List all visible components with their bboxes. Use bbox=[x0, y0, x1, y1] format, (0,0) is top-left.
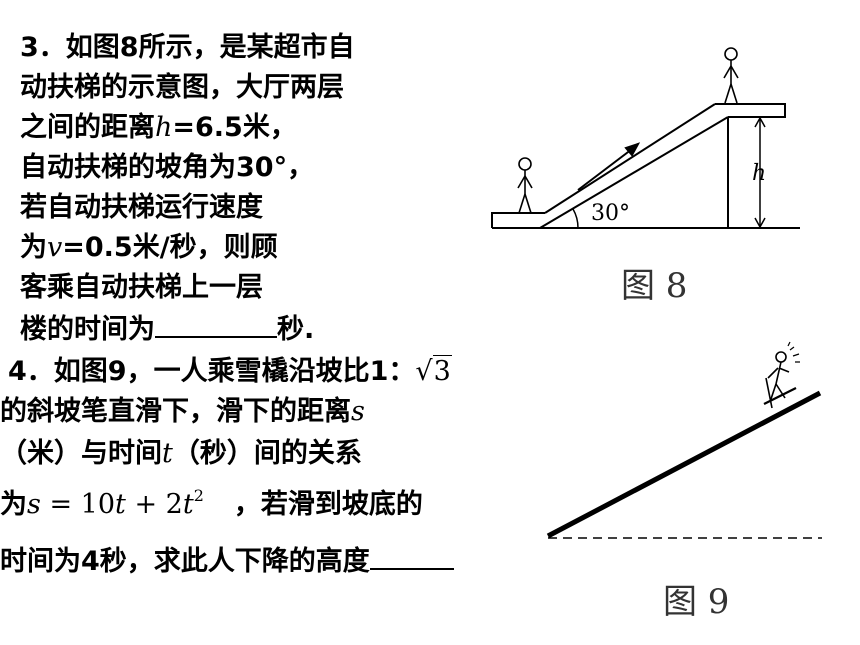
direction-arrow bbox=[577, 145, 637, 191]
problem4-line4-post: ，若滑到坡底的 bbox=[233, 489, 423, 520]
problem3-line6-post: =0.5米/秒，则顾 bbox=[62, 232, 278, 263]
problem4-line4-pre: 为 bbox=[0, 489, 27, 520]
problem4-line1: 4．如图9，一人乘雪橇沿坡比1：√3 bbox=[8, 355, 452, 388]
problem3-line6-pre: 为 bbox=[20, 232, 47, 263]
problem4-line1-text: 如图9，一人乘雪橇沿坡比1： bbox=[53, 356, 416, 387]
lower-platform bbox=[491, 212, 545, 228]
person-bottom-icon bbox=[517, 157, 533, 214]
formula-eq: = 10 bbox=[40, 489, 116, 520]
sqrt-radicand: 3 bbox=[432, 355, 452, 387]
problem4-line5: 时间为4秒，求此人下降的高度 bbox=[0, 544, 454, 578]
variable-s: s bbox=[351, 396, 365, 427]
sledder-icon bbox=[763, 341, 800, 409]
person-top-icon bbox=[723, 47, 739, 104]
formula-t1: t bbox=[115, 489, 126, 520]
problem4-line4: 为s = 10t + 2t2，若滑到坡底的 bbox=[0, 480, 423, 521]
problem3-line7: 客乘自动扶梯上一层 bbox=[20, 272, 263, 303]
height-label: h bbox=[752, 161, 766, 186]
formula-t2: t bbox=[182, 489, 194, 520]
problem4-line3-pre: （米）与时间 bbox=[0, 438, 162, 469]
problem4-number: 4． bbox=[8, 356, 54, 387]
problem3-line6: 为v=0.5米/秒，则顾 bbox=[20, 232, 278, 264]
escalator-top-edge bbox=[544, 103, 716, 214]
slope-line bbox=[546, 390, 822, 539]
variable-t: t bbox=[162, 438, 173, 469]
formula-s: s bbox=[27, 489, 41, 520]
formula-plus: + 2 bbox=[125, 489, 183, 520]
problem4-line3: （米）与时间t（秒）间的关系 bbox=[0, 438, 362, 470]
problem3-line8-pre: 楼的时间为 bbox=[20, 314, 155, 345]
variable-h: h bbox=[155, 112, 173, 143]
answer-blank-4[interactable] bbox=[369, 544, 454, 570]
angle-label: 30° bbox=[591, 201, 630, 226]
height-arrow-top bbox=[754, 116, 766, 128]
upper-platform bbox=[715, 103, 786, 118]
problem3-line8: 楼的时间为 秒. bbox=[20, 312, 314, 346]
figure9-slope bbox=[546, 341, 822, 539]
problem3-number: 3． bbox=[20, 32, 66, 63]
problem4-line2: 的斜坡笔直滑下，滑下的距离s bbox=[0, 396, 365, 428]
sqrt-symbol: √3 bbox=[415, 355, 452, 387]
problem3-line3-pre: 之间的距离 bbox=[20, 112, 155, 143]
problem4-line5-pre: 时间为4秒，求此人下降的高度 bbox=[0, 546, 370, 577]
figure8-caption: 图 8 bbox=[621, 266, 688, 306]
height-arrow-bottom bbox=[754, 217, 766, 229]
problem4-line2-pre: 的斜坡笔直滑下，滑下的距离 bbox=[0, 396, 351, 427]
problem3-line5: 若自动扶梯运行速度 bbox=[20, 192, 263, 223]
formula-exponent: 2 bbox=[193, 486, 204, 505]
escalator-bottom-edge bbox=[539, 116, 729, 229]
direction-arrow-head bbox=[624, 142, 641, 157]
figure9-caption: 图 9 bbox=[663, 582, 730, 622]
problem3-line1-text: 如图8所示，是某超市自 bbox=[65, 32, 355, 63]
problem3-line4: 自动扶梯的坡角为30°， bbox=[20, 152, 315, 183]
problem3-line3-post: =6.5米， bbox=[172, 112, 297, 143]
figure8-escalator bbox=[491, 47, 800, 229]
problem3-line8-post: 秒. bbox=[277, 314, 315, 345]
angle-arc bbox=[572, 208, 579, 229]
problem3-line1: 3．如图8所示，是某超市自 bbox=[20, 32, 355, 64]
problem3-line2: 动扶梯的示意图，大厅两层 bbox=[20, 72, 344, 103]
problem3-line3: 之间的距离h=6.5米， bbox=[20, 112, 297, 144]
problem4-line3-post: （秒）间的关系 bbox=[172, 438, 362, 469]
answer-blank-3[interactable] bbox=[155, 312, 277, 338]
variable-v: v bbox=[47, 232, 63, 263]
